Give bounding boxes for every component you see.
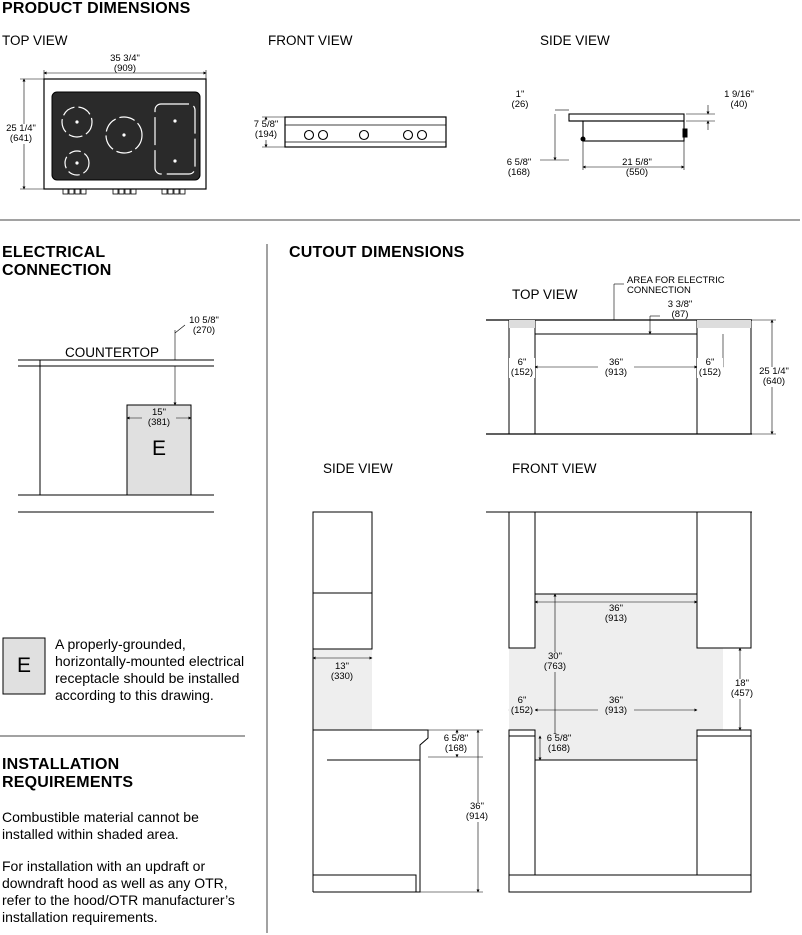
product-side-view — [540, 105, 715, 170]
dim-opening: 36" — [598, 358, 634, 368]
dim-side-top-mm: (26) — [511, 99, 529, 110]
installation-para-2: For installation with an updraft or down… — [2, 858, 235, 926]
dim-offset-mm: (270) — [192, 325, 216, 336]
dim-front-upper: 36" — [598, 604, 634, 614]
dim-front-lower-mm: (913) — [598, 706, 634, 716]
dim-side-below: 6 5/8" — [438, 734, 474, 744]
countertop-label: COUNTERTOP — [65, 345, 160, 360]
dim-width-mm: (909) — [113, 63, 137, 74]
dim-front-height-mm: (194) — [248, 130, 284, 140]
dim-side-height: 36" — [462, 802, 492, 812]
dim-cut-depth-mm: (640) — [754, 377, 794, 387]
product-front-view — [262, 116, 447, 148]
installation-heading-line2: REQUIREMENTS — [2, 774, 134, 791]
receptacle-letter: E — [151, 437, 166, 460]
dim-side-right-mm: (40) — [730, 99, 748, 110]
installation-heading-line1: INSTALLATION — [2, 756, 120, 773]
dim-side-clear: 13" — [326, 662, 358, 672]
dim-front-hood: 30" — [541, 652, 569, 662]
area-note-1: AREA FOR ELECTRIC — [627, 275, 725, 286]
legend-line-2: horizontally-mounted electrical — [55, 653, 245, 669]
dim-left-gap: 6" — [509, 358, 535, 368]
install-line-1: Combustible material cannot be — [2, 809, 199, 825]
top-view-label: TOP VIEW — [2, 33, 68, 48]
dim-front-side: 18" — [728, 679, 756, 689]
dim-front-height: 7 5/8" — [248, 120, 284, 130]
dim-depth-mm: (641) — [0, 134, 42, 144]
install-line-3: For installation with an updraft or — [2, 858, 206, 874]
cutout-front-view-label: FRONT VIEW — [512, 461, 597, 476]
dim-depth-small: 3 3/8" — [667, 299, 693, 310]
electrical-heading-line1: ELECTRICAL — [2, 244, 106, 261]
install-line-6: installation requirements. — [2, 909, 158, 925]
product-dimensions-heading: PRODUCT DIMENSIONS — [2, 0, 191, 17]
electrical-heading-line2: CONNECTION — [2, 262, 112, 279]
dim-side-clear-mm: (330) — [326, 672, 358, 682]
side-view-label: SIDE VIEW — [540, 33, 610, 48]
install-line-2: installed within shaded area. — [2, 826, 179, 842]
cutout-side-view — [312, 511, 483, 893]
legend-line-3: receptacle should be installed — [55, 670, 240, 686]
dim-front-side-mm: (457) — [728, 689, 756, 699]
dim-side-drop-mm: (168) — [507, 167, 531, 178]
installation-para-1: Combustible material cannot be installed… — [2, 809, 199, 843]
dim-right-gap-mm: (152) — [697, 367, 723, 378]
cutout-top-view-label: TOP VIEW — [512, 287, 578, 302]
legend-line-4: according to this drawing. — [55, 687, 214, 703]
dim-offset: 10 5/8" — [189, 315, 219, 326]
dim-depth-small-mm: (87) — [671, 309, 689, 320]
legend-e-box — [2, 637, 46, 695]
dim-front-gap-mm: (152) — [509, 705, 535, 716]
dim-depth: 25 1/4" — [0, 124, 42, 134]
dim-front-upper-mm: (913) — [598, 614, 634, 624]
legend-letter: E — [16, 654, 31, 677]
dim-side-width-mm: (550) — [625, 167, 649, 178]
cutout-side-view-label: SIDE VIEW — [323, 461, 393, 476]
dim-side-drop: 6 5/8" — [506, 157, 532, 168]
dim-side-height-mm: (914) — [462, 812, 492, 822]
dim-front-lower: 36" — [598, 696, 634, 706]
dim-width: 35 3/4" — [110, 53, 140, 64]
dim-front-below: 6 5/8" — [542, 734, 576, 744]
install-line-5: refer to the hood/OTR manufacturer’s — [2, 892, 235, 908]
area-note-2: CONNECTION — [627, 285, 691, 296]
cutout-heading: CUTOUT DIMENSIONS — [289, 244, 465, 261]
product-top-view — [20, 70, 207, 195]
front-view-label: FRONT VIEW — [268, 33, 353, 48]
legend-line-1: A properly-grounded, — [55, 636, 186, 652]
legend-text: A properly-grounded, horizontally-mounte… — [55, 636, 244, 704]
dim-left-gap-mm: (152) — [509, 367, 535, 378]
dim-box-width: 15" — [142, 408, 176, 418]
dim-side-right: 1 9/16" — [724, 89, 754, 100]
dim-cut-depth: 25 1/4" — [754, 367, 794, 377]
dim-right-gap: 6" — [697, 358, 723, 368]
dim-opening-mm: (913) — [598, 368, 634, 378]
dim-front-below-mm: (168) — [542, 744, 576, 754]
dim-box-width-mm: (381) — [142, 418, 176, 428]
dim-side-below-mm: (168) — [438, 744, 474, 754]
install-line-4: downdraft hood as well as any OTR, — [2, 875, 228, 891]
dim-front-hood-mm: (763) — [541, 662, 569, 672]
dim-side-width: 21 5/8" — [622, 157, 652, 168]
dim-front-gap: 6" — [509, 696, 535, 706]
dim-side-top: 1" — [515, 89, 525, 100]
